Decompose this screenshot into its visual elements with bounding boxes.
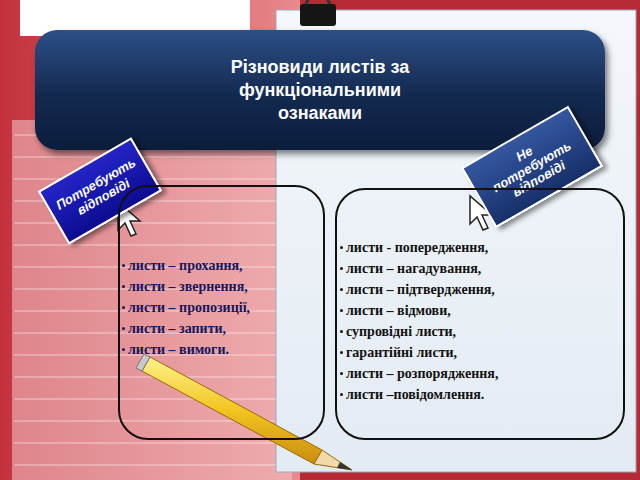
list-item: листи – запити, — [128, 318, 323, 339]
bullet-dot — [122, 264, 125, 267]
list-item: листи – звернення, — [128, 276, 323, 297]
bullet-dot — [122, 306, 125, 309]
bullet-dot — [340, 372, 343, 375]
list-item: листи – відмови, — [346, 300, 623, 321]
list-item: листи – розпорядження, — [346, 363, 623, 384]
list-item: супровідні листи, — [346, 321, 623, 342]
list-item: листи – пропозиції, — [128, 297, 323, 318]
letter-list-box: листи - попередження,листи – нагадування… — [335, 188, 625, 440]
list-row: листи –повідомлення. — [340, 384, 623, 405]
list-row: супровідні листи, — [340, 321, 623, 342]
tag-text: Потребують відповіді — [53, 155, 148, 227]
list-row: листи – підтвердження, — [340, 279, 623, 300]
bullet-dot — [122, 348, 125, 351]
bullet-dot — [340, 267, 343, 270]
bullet-dot — [340, 246, 343, 249]
list-item: гарантійні листи, — [346, 342, 623, 363]
bullet-dot — [340, 393, 343, 396]
binder-handles — [306, 0, 330, 4]
list-row: листи - попередження, — [340, 237, 623, 258]
list-row: листи – розпорядження, — [340, 363, 623, 384]
diagram-title: Різновиди листів за функціональними озна… — [195, 56, 445, 125]
list-row: гарантійні листи, — [340, 342, 623, 363]
list-row: листи – нагадування, — [340, 258, 623, 279]
answer-tag: Потребують відповіді — [38, 137, 163, 245]
list-row: листи – відмови, — [340, 300, 623, 321]
list-item: листи –повідомлення. — [346, 384, 623, 405]
list-row: листи – вимоги. — [122, 339, 323, 360]
list-item: листи – вимоги. — [128, 339, 323, 360]
list-item: листи - попередження, — [346, 237, 623, 258]
list-item: листи – нагадування, — [346, 258, 623, 279]
list-row: листи – запити, — [122, 318, 323, 339]
answer-tag: Не потребують відповіді — [461, 106, 603, 229]
list-row: листи – звернення, — [122, 276, 323, 297]
list-item: листи – підтвердження, — [346, 279, 623, 300]
binder-clip — [300, 4, 336, 26]
bullet-dot — [340, 330, 343, 333]
list-row: листи – пропозиції, — [122, 297, 323, 318]
bullet-dot — [122, 327, 125, 330]
tag-text: Не потребують відповіді — [474, 121, 590, 214]
title-banner: Різновиди листів за функціональними озна… — [35, 30, 605, 150]
letter-list-box: листи – прохання,листи – звернення,листи… — [118, 185, 325, 440]
bullet-dot — [340, 288, 343, 291]
pencil — [136, 354, 352, 470]
bullet-dot — [340, 351, 343, 354]
list-row: листи – прохання, — [122, 255, 323, 276]
list-item: листи – прохання, — [128, 255, 323, 276]
bullet-dot — [340, 309, 343, 312]
bullet-dot — [122, 285, 125, 288]
